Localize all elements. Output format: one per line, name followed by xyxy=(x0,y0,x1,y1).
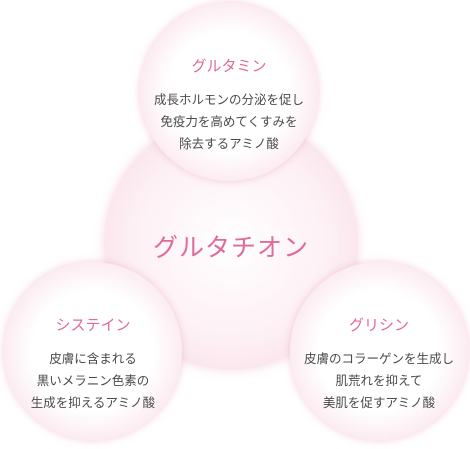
node-circle-glycine: グリシン 皮膚のコラーゲンを生成し 肌荒れを抑えて 美肌を促すアミノ酸 xyxy=(290,262,468,440)
node-title-glycine: グリシン xyxy=(348,316,409,334)
node-description-glycine: 皮膚のコラーゲンを生成し 肌荒れを抑えて 美肌を促すアミノ酸 xyxy=(290,348,468,414)
description-line: 美肌を促すアミノ酸 xyxy=(322,395,436,410)
center-title: グルタチオン xyxy=(152,233,309,262)
description-line: 生成を抑えるアミノ酸 xyxy=(30,395,156,410)
node-circle-glutamine: グルタミン 成長ホルモンの分泌を促し 免疫力を高めてくすみを 除去するアミノ酸 xyxy=(140,3,318,181)
node-description-cysteine: 皮膚に含まれる 黒いメラニン色素の 生成を抑えるアミノ酸 xyxy=(4,348,182,414)
description-line: 除去するアミノ酸 xyxy=(179,136,279,151)
description-line: 皮膚のコラーゲンを生成し xyxy=(303,351,454,366)
description-line: 肌荒れを抑えて xyxy=(335,373,423,388)
description-line: 免疫力を高めてくすみを xyxy=(160,114,298,129)
node-circle-cysteine: システイン 皮膚に含まれる 黒いメラニン色素の 生成を抑えるアミノ酸 xyxy=(4,262,182,440)
description-line: 成長ホルモンの分泌を促し xyxy=(153,92,304,107)
description-line: 黒いメラニン色素の xyxy=(36,373,150,388)
node-description-glutamine: 成長ホルモンの分泌を促し 免疫力を高めてくすみを 除去するアミノ酸 xyxy=(140,89,318,155)
description-line: 皮膚に含まれる xyxy=(49,351,137,366)
node-title-glutamine: グルタミン xyxy=(191,57,267,75)
node-title-cysteine: システイン xyxy=(55,316,131,334)
